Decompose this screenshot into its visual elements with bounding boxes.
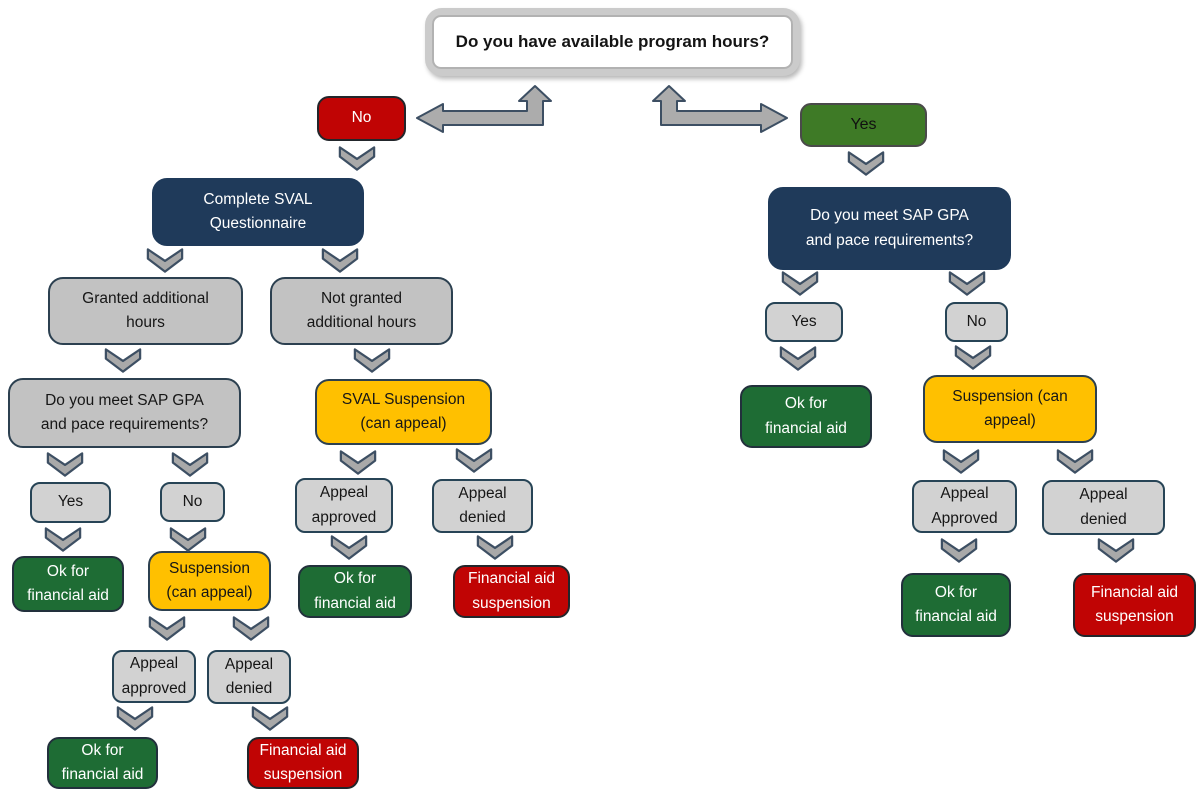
node-appeal-denied-left: Appeal denied	[207, 650, 291, 704]
node-granted-additional-hours: Granted additional hours	[48, 277, 243, 345]
branch-arrow-left-icon	[416, 84, 564, 136]
node-label: Suspension (can appeal)	[952, 387, 1068, 429]
down-chevron-icon	[44, 527, 82, 552]
node-label: Ok for financial aid	[61, 741, 144, 783]
node-label: Appeal denied	[458, 484, 507, 526]
node-appeal-approved-left: Appeal approved	[112, 650, 196, 703]
node-label: Appeal Approved	[931, 485, 998, 527]
node-label: Do you meet SAP GPA and pace requirement…	[805, 207, 974, 249]
node-appeal-approved-mid: Appeal approved	[295, 478, 393, 533]
node-root-question-inner: Do you have available program hours?	[432, 15, 793, 69]
down-chevron-icon	[779, 346, 817, 371]
node-ok-financial-aid-5: Ok for financial aid	[901, 573, 1011, 637]
down-chevron-icon	[353, 348, 391, 373]
node-suspension-right: Suspension (can appeal)	[923, 375, 1097, 443]
node-appeal-denied-mid: Appeal denied	[432, 479, 533, 533]
node-label: Do you have available program hours?	[455, 31, 770, 51]
down-chevron-icon	[476, 535, 514, 560]
node-label: No	[351, 109, 372, 127]
down-chevron-icon	[116, 706, 154, 731]
node-financial-aid-suspension-2: Financial aid suspension	[453, 565, 570, 618]
node-label: Yes	[791, 312, 817, 330]
down-chevron-icon	[148, 616, 186, 641]
node-label: Ok for financial aid	[915, 583, 997, 625]
node-label: Ok for financial aid	[27, 562, 109, 604]
node-sap-right-no: No	[945, 302, 1008, 342]
node-root-question: Do you have available program hours?	[425, 8, 800, 76]
down-chevron-icon	[1097, 538, 1135, 563]
node-suspension-left: Suspension (can appeal)	[148, 551, 271, 611]
node-financial-aid-suspension-1: Financial aid suspension	[247, 737, 359, 789]
node-appeal-approved-right: Appeal Approved	[912, 480, 1017, 533]
down-chevron-icon	[942, 449, 980, 474]
down-chevron-icon	[171, 452, 209, 477]
down-chevron-icon	[948, 271, 986, 296]
node-sap-right-yes: Yes	[765, 302, 843, 342]
node-label: Do you meet SAP GPA and pace requirement…	[40, 391, 209, 433]
node-ok-financial-aid-3: Ok for financial aid	[298, 565, 412, 618]
down-chevron-icon	[169, 527, 207, 552]
node-label: Ok for financial aid	[765, 395, 847, 437]
down-chevron-icon	[146, 248, 184, 273]
node-sap-left-yes: Yes	[30, 482, 111, 523]
down-chevron-icon	[104, 348, 142, 373]
down-chevron-icon	[330, 535, 368, 560]
node-ok-financial-aid-2: Ok for financial aid	[47, 737, 158, 789]
node-sap-question-right: Do you meet SAP GPA and pace requirement…	[768, 187, 1011, 270]
node-appeal-denied-right: Appeal denied	[1042, 480, 1165, 535]
branch-arrow-right-icon	[640, 84, 788, 136]
down-chevron-icon	[321, 248, 359, 273]
down-chevron-icon	[46, 452, 84, 477]
node-label: Not granted additional hours	[306, 289, 417, 331]
down-chevron-icon	[232, 616, 270, 641]
node-label: SVAL Suspension (can appeal)	[341, 390, 466, 432]
node-label: Appeal approved	[121, 655, 187, 697]
node-label: Ok for financial aid	[314, 570, 396, 612]
node-sap-left-no: No	[160, 482, 225, 522]
node-label: Appeal approved	[311, 484, 377, 526]
node-label: Suspension (can appeal)	[166, 559, 253, 601]
down-chevron-icon	[1056, 449, 1094, 474]
node-sap-question-left: Do you meet SAP GPA and pace requirement…	[8, 378, 241, 448]
node-label: No	[182, 492, 203, 510]
node-yes: Yes	[800, 103, 927, 147]
node-label: Appeal denied	[1079, 486, 1128, 528]
node-label: Yes	[57, 493, 84, 511]
node-sval-suspension: SVAL Suspension (can appeal)	[315, 379, 492, 445]
node-label: Complete SVAL Questionnaire	[203, 190, 313, 232]
node-ok-financial-aid-4: Ok for financial aid	[740, 385, 872, 448]
node-label: Yes	[850, 115, 877, 133]
node-label: Financial aid suspension	[467, 570, 556, 612]
down-chevron-icon	[940, 538, 978, 563]
down-chevron-icon	[339, 450, 377, 475]
down-chevron-icon	[781, 271, 819, 296]
node-not-granted-additional-hours: Not granted additional hours	[270, 277, 453, 345]
node-label: Granted additional hours	[82, 289, 209, 331]
down-chevron-icon	[338, 146, 376, 171]
down-chevron-icon	[251, 706, 289, 731]
node-no: No	[317, 96, 406, 141]
node-label: Financial aid suspension	[1090, 583, 1179, 625]
node-ok-financial-aid-1: Ok for financial aid	[12, 556, 124, 612]
node-complete-sval-questionnaire: Complete SVAL Questionnaire	[152, 178, 364, 246]
down-chevron-icon	[954, 345, 992, 370]
node-financial-aid-suspension-3: Financial aid suspension	[1073, 573, 1196, 637]
node-label: No	[966, 312, 987, 330]
node-label: Financial aid suspension	[259, 741, 347, 783]
down-chevron-icon	[455, 448, 493, 473]
down-chevron-icon	[847, 151, 885, 176]
node-label: Appeal denied	[224, 655, 274, 697]
